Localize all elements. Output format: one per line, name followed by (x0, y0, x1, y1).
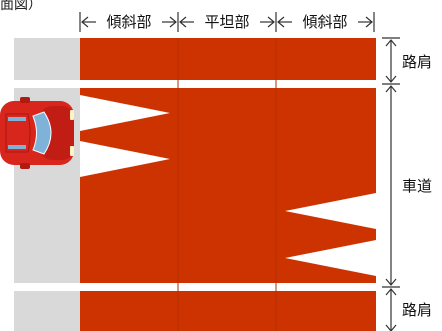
label-flat: 平坦部 (204, 13, 249, 31)
triangle-left-2 (80, 141, 170, 177)
label-roadway: 車道 (402, 177, 432, 195)
triangle-right-2 (285, 240, 376, 276)
label-shoulder-bottom: 路肩 (402, 301, 432, 319)
corner-label: 面図） (0, 0, 42, 13)
zone-dimension-arrows (382, 37, 400, 331)
label-right-slope: 傾斜部 (302, 13, 347, 31)
label-shoulder-top: 路肩 (402, 53, 432, 71)
pavement-top (80, 38, 376, 80)
section-dimension-arrows (79, 12, 375, 32)
car-icon (0, 97, 74, 169)
label-left-slope: 傾斜部 (106, 13, 151, 31)
pavement-bottom (80, 291, 376, 331)
triangle-right-1 (285, 193, 376, 229)
lane-line-top (14, 80, 376, 88)
lane-line-bottom (14, 283, 376, 291)
triangle-left-1 (80, 95, 170, 131)
